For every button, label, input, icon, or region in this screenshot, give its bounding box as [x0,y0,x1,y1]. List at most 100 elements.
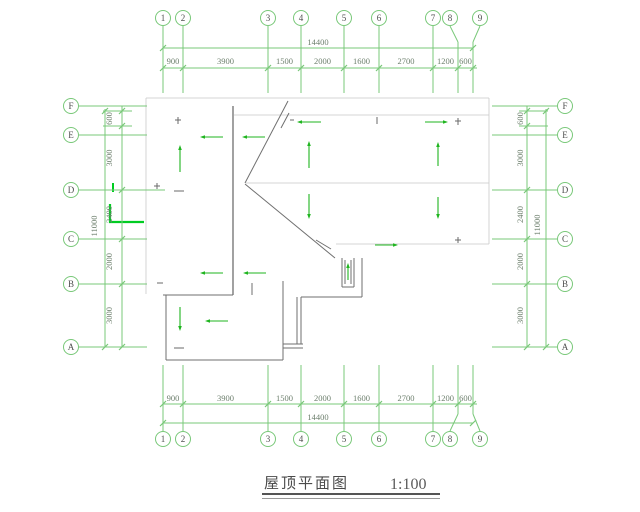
grid-bubble-right-E [557,127,573,143]
dim-tick [523,122,531,130]
grid-bubble-right-B [557,276,573,292]
dim-tick [118,122,126,130]
slope-arrow-head-icon [243,271,248,275]
grid-leader [472,25,481,43]
slope-arrow-head-icon [307,141,311,146]
dimension-label: 600 [459,393,472,403]
grid-bubble-top-4-label: 4 [299,13,304,23]
grid-bubble-left-F-label: F [68,101,73,111]
grid-bubble-right-A [557,339,573,355]
dimension-label: 2400 [104,206,114,223]
grid-bubble-bottom-1-label: 1 [161,434,166,444]
dimension-label: 2700 [398,393,415,403]
dimension-label: 3000 [515,307,525,324]
grid-bubble-left-F [63,98,79,114]
grid-bubble-top-2-label: 2 [181,13,186,23]
grid-bubble-left-C [63,231,79,247]
grid-bubble-top-5 [336,10,352,26]
highlight-mark [108,183,144,224]
dim-tick [469,400,477,408]
grid-bubble-bottom-3-label: 3 [266,434,271,444]
dimension-label: 14400 [307,37,328,47]
slope-arrow-head-icon [178,145,182,150]
roof-lines [163,100,363,361]
grid-bubble-right-F [557,98,573,114]
drawing-title: 屋顶平面图 [264,474,349,492]
dim-tick [179,400,187,408]
grid-bubble-left-A-label: A [68,342,75,352]
grid-bubble-bottom-2 [175,431,191,447]
dimension-label: 2700 [398,56,415,66]
slope-arrow-head-icon [307,214,311,219]
dim-tick [118,235,126,243]
grid-bubble-bottom-6 [371,431,387,447]
grid-bubble-right-E-label: E [562,130,568,140]
grid-bubble-right-F-label: F [562,101,567,111]
grid-leader [472,413,481,432]
dim-tick [375,400,383,408]
dim-tick [118,343,126,351]
grid-bubble-left-B [63,276,79,292]
grid-bubble-bottom-7 [425,431,441,447]
grid-bubble-top-8 [442,10,458,26]
dim-tick [523,107,531,115]
slope-arrow-head-icon [205,319,210,323]
grid-bubble-top-1-label: 1 [161,13,166,23]
dim-tick [179,64,187,72]
dim-tick [469,44,477,52]
dim-tick [523,280,531,288]
grid-bubble-top-8-label: 8 [448,13,453,23]
slope-arrow-head-icon [443,120,448,124]
slope-arrow-head-icon [200,271,205,275]
grid-bubble-bottom-8-label: 8 [448,434,453,444]
grid-bubble-left-E [63,127,79,143]
dim-tick [101,107,109,115]
dimension-lines [103,47,548,424]
grid-bubble-left-C-label: C [68,234,74,244]
grid-bubble-right-B-label: B [562,279,568,289]
grid-bubble-top-6 [371,10,387,26]
grid-bubble-left-A [63,339,79,355]
dimension-label: 1600 [353,393,370,403]
grid-bubble-top-9-label: 9 [478,13,483,23]
dim-tick [264,400,272,408]
grid-bubble-bottom-6-label: 6 [377,434,382,444]
dimension-label: 2400 [515,206,525,223]
dim-tick [429,400,437,408]
dimension-label: 3000 [104,307,114,324]
grid-bubble-right-D-label: D [562,185,569,195]
grid-bubble-bottom-4-label: 4 [299,434,304,444]
title-block: 屋顶平面图 1:100 [262,474,440,499]
dim-tick [523,186,531,194]
dim-tick [340,400,348,408]
dim-tick [454,400,462,408]
grid-bubble-top-2 [175,10,191,26]
dim-tick [542,107,550,115]
dimension-label: 2000 [515,253,525,270]
slope-arrow-head-icon [393,243,398,247]
dim-tick [159,64,167,72]
dimension-label: 1600 [353,56,370,66]
grid-bubble-bottom-9-label: 9 [478,434,483,444]
dimension-label: 900 [167,393,180,403]
dimension-label: 14400 [307,412,328,422]
grid-bubble-bottom-8 [442,431,458,447]
dim-tick [523,343,531,351]
dimension-label: 2000 [314,56,331,66]
dimension-label: 1500 [276,56,293,66]
grid-bubble-left-D [63,182,79,198]
dimension-label: 3000 [515,150,525,167]
dimension-label: 3900 [217,56,234,66]
grid-bubble-top-7 [425,10,441,26]
grid-bubble-bottom-5 [336,431,352,447]
dim-tick [469,64,477,72]
dimension-label: 3900 [217,393,234,403]
dim-tick [101,343,109,351]
grid-bubble-right-C-label: C [562,234,568,244]
drawing-scale: 1:100 [390,476,426,493]
dim-tick [264,64,272,72]
dim-tick [523,235,531,243]
dim-tick [542,343,550,351]
dimension-label: 1200 [437,56,454,66]
